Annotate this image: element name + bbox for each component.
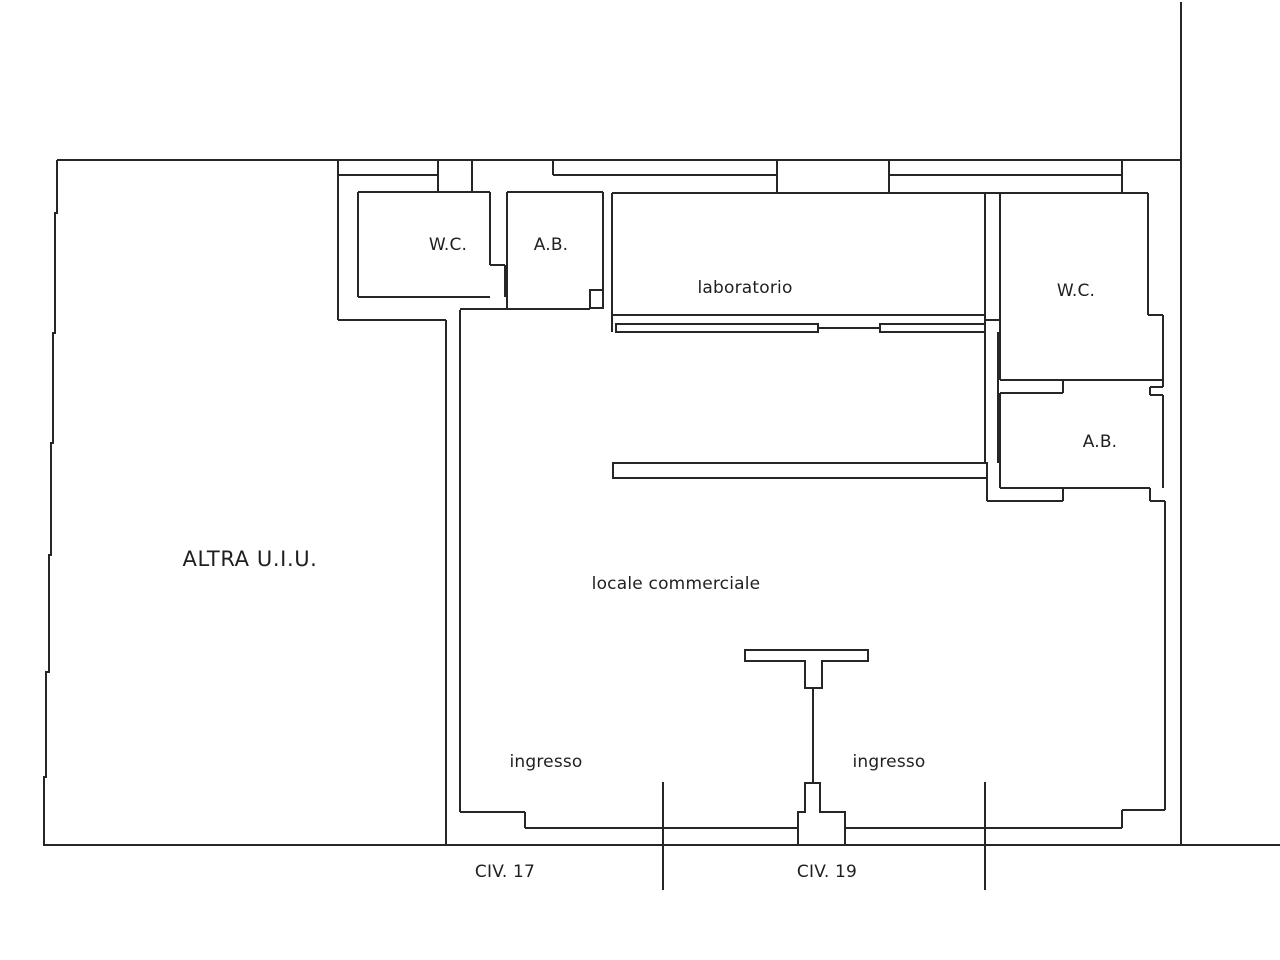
door-threshold-block	[797, 782, 846, 846]
label-ab-right: A.B.	[1083, 432, 1118, 452]
label-laboratorio: laboratorio	[697, 278, 792, 298]
label-ingresso-left: ingresso	[509, 752, 582, 772]
laboratorio-walls	[612, 192, 1148, 478]
partition-bar	[612, 462, 988, 479]
laboratorio-sill-left	[615, 323, 819, 333]
laboratorio-sill-right	[879, 323, 986, 333]
door-t-symbol	[744, 649, 869, 689]
right-rooms-walls	[986, 193, 1166, 810]
label-locale-commerciale: locale commerciale	[592, 574, 761, 594]
left-ab-door-jamb	[589, 289, 604, 309]
top-wall-details	[338, 160, 1123, 193]
label-ingresso-right: ingresso	[852, 752, 925, 772]
label-ab-left: A.B.	[534, 235, 569, 255]
label-altra-uiu: ALTRA U.I.U.	[183, 547, 318, 571]
label-wc-left: W.C.	[429, 235, 467, 255]
label-civ-19: CIV. 19	[797, 862, 857, 882]
street-division-ticks	[662, 782, 986, 890]
outer-boundary-walls	[43, 2, 1280, 846]
bottom-wall-details	[460, 809, 1165, 829]
label-civ-17: CIV. 17	[475, 862, 535, 882]
left-block-walls	[337, 160, 613, 845]
label-wc-right: W.C.	[1057, 281, 1095, 301]
